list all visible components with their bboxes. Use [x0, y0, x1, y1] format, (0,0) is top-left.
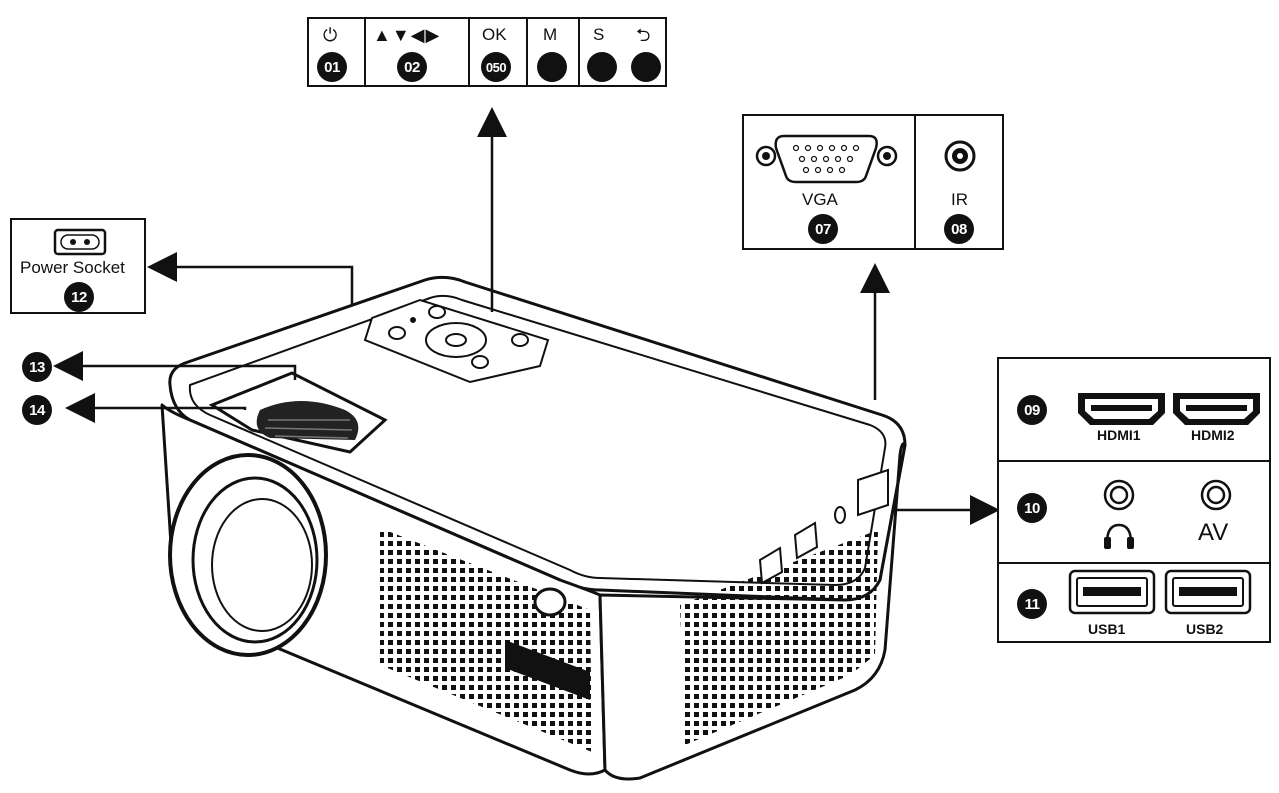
- ir-sensor-icon: [944, 140, 976, 172]
- ir-label: IR: [951, 190, 968, 209]
- front-grille: [380, 528, 592, 752]
- av-label: AV: [1198, 519, 1229, 546]
- vga-port-icon: [755, 134, 898, 184]
- callout-arrows: [53, 107, 1000, 525]
- badge-09: 09: [1017, 395, 1047, 425]
- control-panel-callout: ⏻ 01 ▲▼◀▶ 02 OK 050 M S ⮌: [307, 17, 667, 87]
- power-socket-callout: Power Socket 12: [10, 218, 146, 314]
- side-grille: [680, 530, 878, 745]
- headphone-icon: [1104, 523, 1134, 549]
- side-ports-callout: 09 HDMI1 HDMI2 10 AV 11 USB1 USB2: [997, 357, 1271, 643]
- hdmi-port-icon: [1078, 393, 1260, 425]
- badge-ok: 050: [481, 52, 511, 82]
- badge-14: 14: [22, 395, 52, 425]
- badge-m: [537, 52, 567, 82]
- ok-label: OK: [482, 25, 507, 44]
- badge-12: 12: [64, 282, 94, 312]
- s-label: S: [593, 25, 605, 44]
- power-socket-label: Power Socket: [20, 258, 125, 277]
- usb2-label: USB2: [1186, 621, 1224, 637]
- m-label: M: [543, 25, 558, 44]
- lens: [168, 453, 328, 657]
- badge-11: 11: [1017, 589, 1047, 619]
- audio-jack-icon: [1103, 479, 1135, 511]
- focus-wheel: [208, 371, 388, 454]
- badge-10: 10: [1017, 493, 1047, 523]
- top-control-panel: [363, 298, 550, 384]
- badge-back: [631, 52, 661, 82]
- badge-s: [587, 52, 617, 82]
- side-ports-outline: [758, 468, 889, 585]
- usb1-label: USB1: [1088, 621, 1126, 637]
- power-icon: ⏻: [323, 25, 338, 45]
- hdmi2-label: HDMI2: [1191, 427, 1235, 443]
- hdmi1-label: HDMI1: [1097, 427, 1141, 443]
- back-icon: ⮌: [636, 25, 651, 45]
- badge-07: 07: [808, 214, 838, 244]
- usb-port-icon: [1068, 569, 1252, 615]
- ac-socket-icon: [53, 228, 107, 256]
- badge-02: 02: [397, 52, 427, 82]
- badge-13: 13: [22, 352, 52, 382]
- vga-ir-callout: VGA 07 IR 08: [742, 114, 1004, 250]
- vga-label: VGA: [802, 190, 838, 209]
- av-jack-icon: [1200, 479, 1232, 511]
- badge-01: 01: [317, 52, 347, 82]
- badge-08: 08: [944, 214, 974, 244]
- arrow-keys-icon: ▲▼◀▶: [373, 25, 441, 45]
